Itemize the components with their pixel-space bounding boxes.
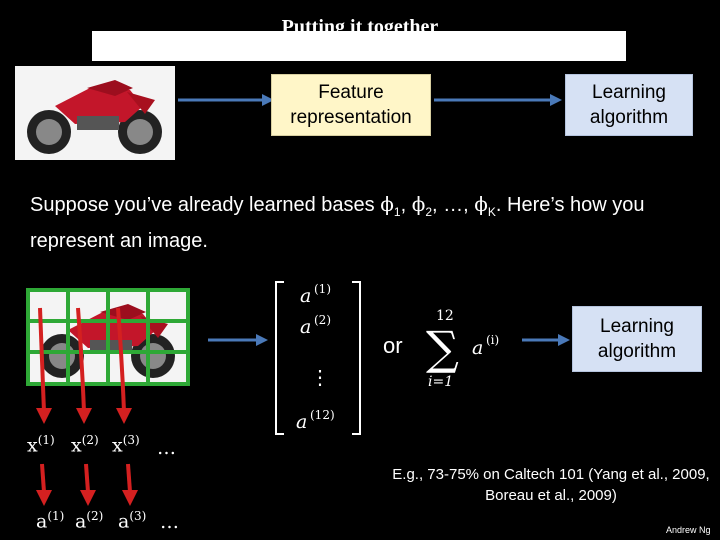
feature-representation-box: Feature representation xyxy=(271,74,431,136)
learning-algorithm-box-top: Learning algorithm xyxy=(565,74,693,136)
vector-sup1: (1) xyxy=(314,282,331,296)
sum-term-sup: (i) xyxy=(486,333,499,347)
patch-arrows xyxy=(36,307,132,424)
learning-algorithm-box-bottom: Learning algorithm xyxy=(572,306,702,372)
sum-upper-limit: 12 xyxy=(436,308,454,324)
arrow-to-vector xyxy=(208,334,268,346)
title-bar xyxy=(92,31,626,61)
learning-algorithm-label-top: Learning algorithm xyxy=(589,82,669,128)
arrow-to-feature xyxy=(178,94,274,106)
sentence-part1: Suppose you’ve already learned bases xyxy=(30,194,381,216)
feature-representation-label: Feature representation xyxy=(290,82,412,128)
vector-a2: a xyxy=(300,316,311,338)
x2-label: x(2) xyxy=(71,433,99,457)
patch-grid xyxy=(26,288,190,386)
caltech-result-text: E.g., 73-75% on Caltech 101 (Yang et al.… xyxy=(392,466,710,504)
phi-sub-k: K xyxy=(487,205,496,219)
phi-sub-1: 1 xyxy=(393,205,401,219)
vector-dots: ⋮ xyxy=(310,365,330,389)
a1-label: a(1) xyxy=(36,509,65,533)
phi-sub-2: 2 xyxy=(425,205,433,219)
a-ellipsis: … xyxy=(160,511,179,533)
summation-expression: 12 ∑ i=1 a (i) xyxy=(426,308,499,390)
bases-sentence: Suppose you’ve already learned bases ϕ1,… xyxy=(30,190,720,256)
motorbike-image-top xyxy=(15,66,175,160)
vector-sup12: (12) xyxy=(310,408,335,422)
phi-symbol: ϕ xyxy=(411,192,426,216)
learning-algorithm-label-bottom: Learning algorithm xyxy=(597,316,677,362)
a2-label: a(2) xyxy=(75,509,104,533)
a3-label: a(3) xyxy=(118,509,147,533)
x3-label: x(3) xyxy=(112,433,140,457)
sentence-part2: . Here’s how you represent an image. xyxy=(30,194,645,252)
coefficient-vector: a (1) a (2) ⋮ a (12) xyxy=(275,281,361,435)
x-ellipsis: … xyxy=(157,437,176,459)
vector-a1: a xyxy=(300,285,311,307)
sentence-sep1: , xyxy=(400,194,412,216)
phi-symbol: ϕ xyxy=(474,192,488,216)
or-label: or xyxy=(383,333,403,358)
sentence-sep2: , …, xyxy=(432,194,475,216)
sigma-symbol: ∑ xyxy=(426,321,459,375)
phi-symbol: ϕ xyxy=(380,192,394,216)
arrow-to-learning-bottom xyxy=(522,334,570,346)
arrow-to-learning-top xyxy=(434,94,562,106)
author-credit: Andrew Ng xyxy=(666,525,711,535)
encoding-arrows xyxy=(36,463,138,506)
sum-lower-limit: i=1 xyxy=(428,374,453,390)
vector-sup2: (2) xyxy=(314,313,331,327)
sum-term: a xyxy=(472,337,483,359)
x1-label: x(1) xyxy=(27,433,55,457)
vector-a12: a xyxy=(296,411,307,433)
